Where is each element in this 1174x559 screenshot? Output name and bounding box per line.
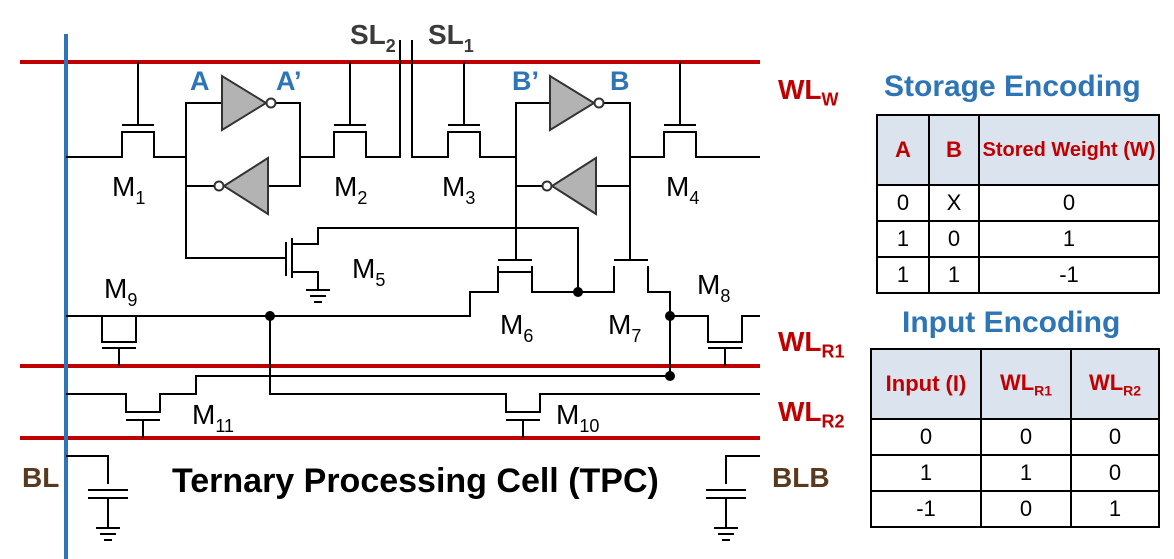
header-wlr2: WLR2 bbox=[1070, 348, 1160, 420]
label-m5: M5 bbox=[352, 253, 385, 290]
label-m6: M6 bbox=[500, 309, 533, 346]
label-m10: M10 bbox=[556, 399, 599, 436]
label-sl1: SL1 bbox=[428, 19, 474, 56]
node-a-prime: A’ bbox=[276, 66, 302, 96]
inverter-a-prime-to-a bbox=[222, 156, 269, 216]
label-blb: BLB bbox=[772, 462, 830, 493]
inverter-a-to-a-prime bbox=[221, 74, 268, 132]
header-wlr1: WLR1 bbox=[980, 348, 1072, 420]
label-m11: M11 bbox=[192, 399, 234, 436]
label-m3: M3 bbox=[442, 171, 475, 208]
label-wlr1: WLR1 bbox=[778, 326, 845, 362]
node-b: B bbox=[610, 66, 630, 96]
junction-dot bbox=[665, 311, 675, 321]
inverter-b-to-b-prime bbox=[550, 156, 597, 216]
label-m8: M8 bbox=[697, 269, 730, 306]
header-a: A bbox=[876, 114, 930, 186]
storage-encoding-title: Storage Encoding bbox=[884, 70, 1141, 103]
label-sl2: SL2 bbox=[350, 19, 396, 56]
label-wlr2: WLR2 bbox=[778, 396, 845, 432]
label-m7: M7 bbox=[608, 309, 641, 346]
label-wlw: WLW bbox=[778, 74, 839, 110]
label-bl: BL bbox=[22, 462, 60, 493]
inverter-b-prime-to-b bbox=[549, 74, 596, 132]
node-b-prime: B’ bbox=[512, 66, 539, 96]
junction-dot bbox=[265, 311, 275, 321]
header-input: Input (I) bbox=[870, 348, 982, 420]
input-encoding-title: Input Encoding bbox=[902, 306, 1121, 339]
label-m4: M4 bbox=[666, 171, 699, 208]
header-stored-weight: Stored Weight (W) bbox=[978, 114, 1160, 186]
header-b: B bbox=[928, 114, 980, 186]
junction-dot bbox=[665, 371, 675, 381]
label-m9: M9 bbox=[104, 273, 137, 310]
label-m2: M2 bbox=[334, 171, 367, 208]
label-m1: M1 bbox=[112, 171, 145, 208]
tpc-circuit-diagram: M1 M2 M3 M4 M5 M6 M7 M8 M9 M10 M11 A A’ … bbox=[20, 19, 760, 559]
node-a: A bbox=[190, 66, 210, 96]
junction-dot bbox=[573, 287, 583, 297]
diagram-caption: Ternary Processing Cell (TPC) bbox=[172, 462, 659, 500]
